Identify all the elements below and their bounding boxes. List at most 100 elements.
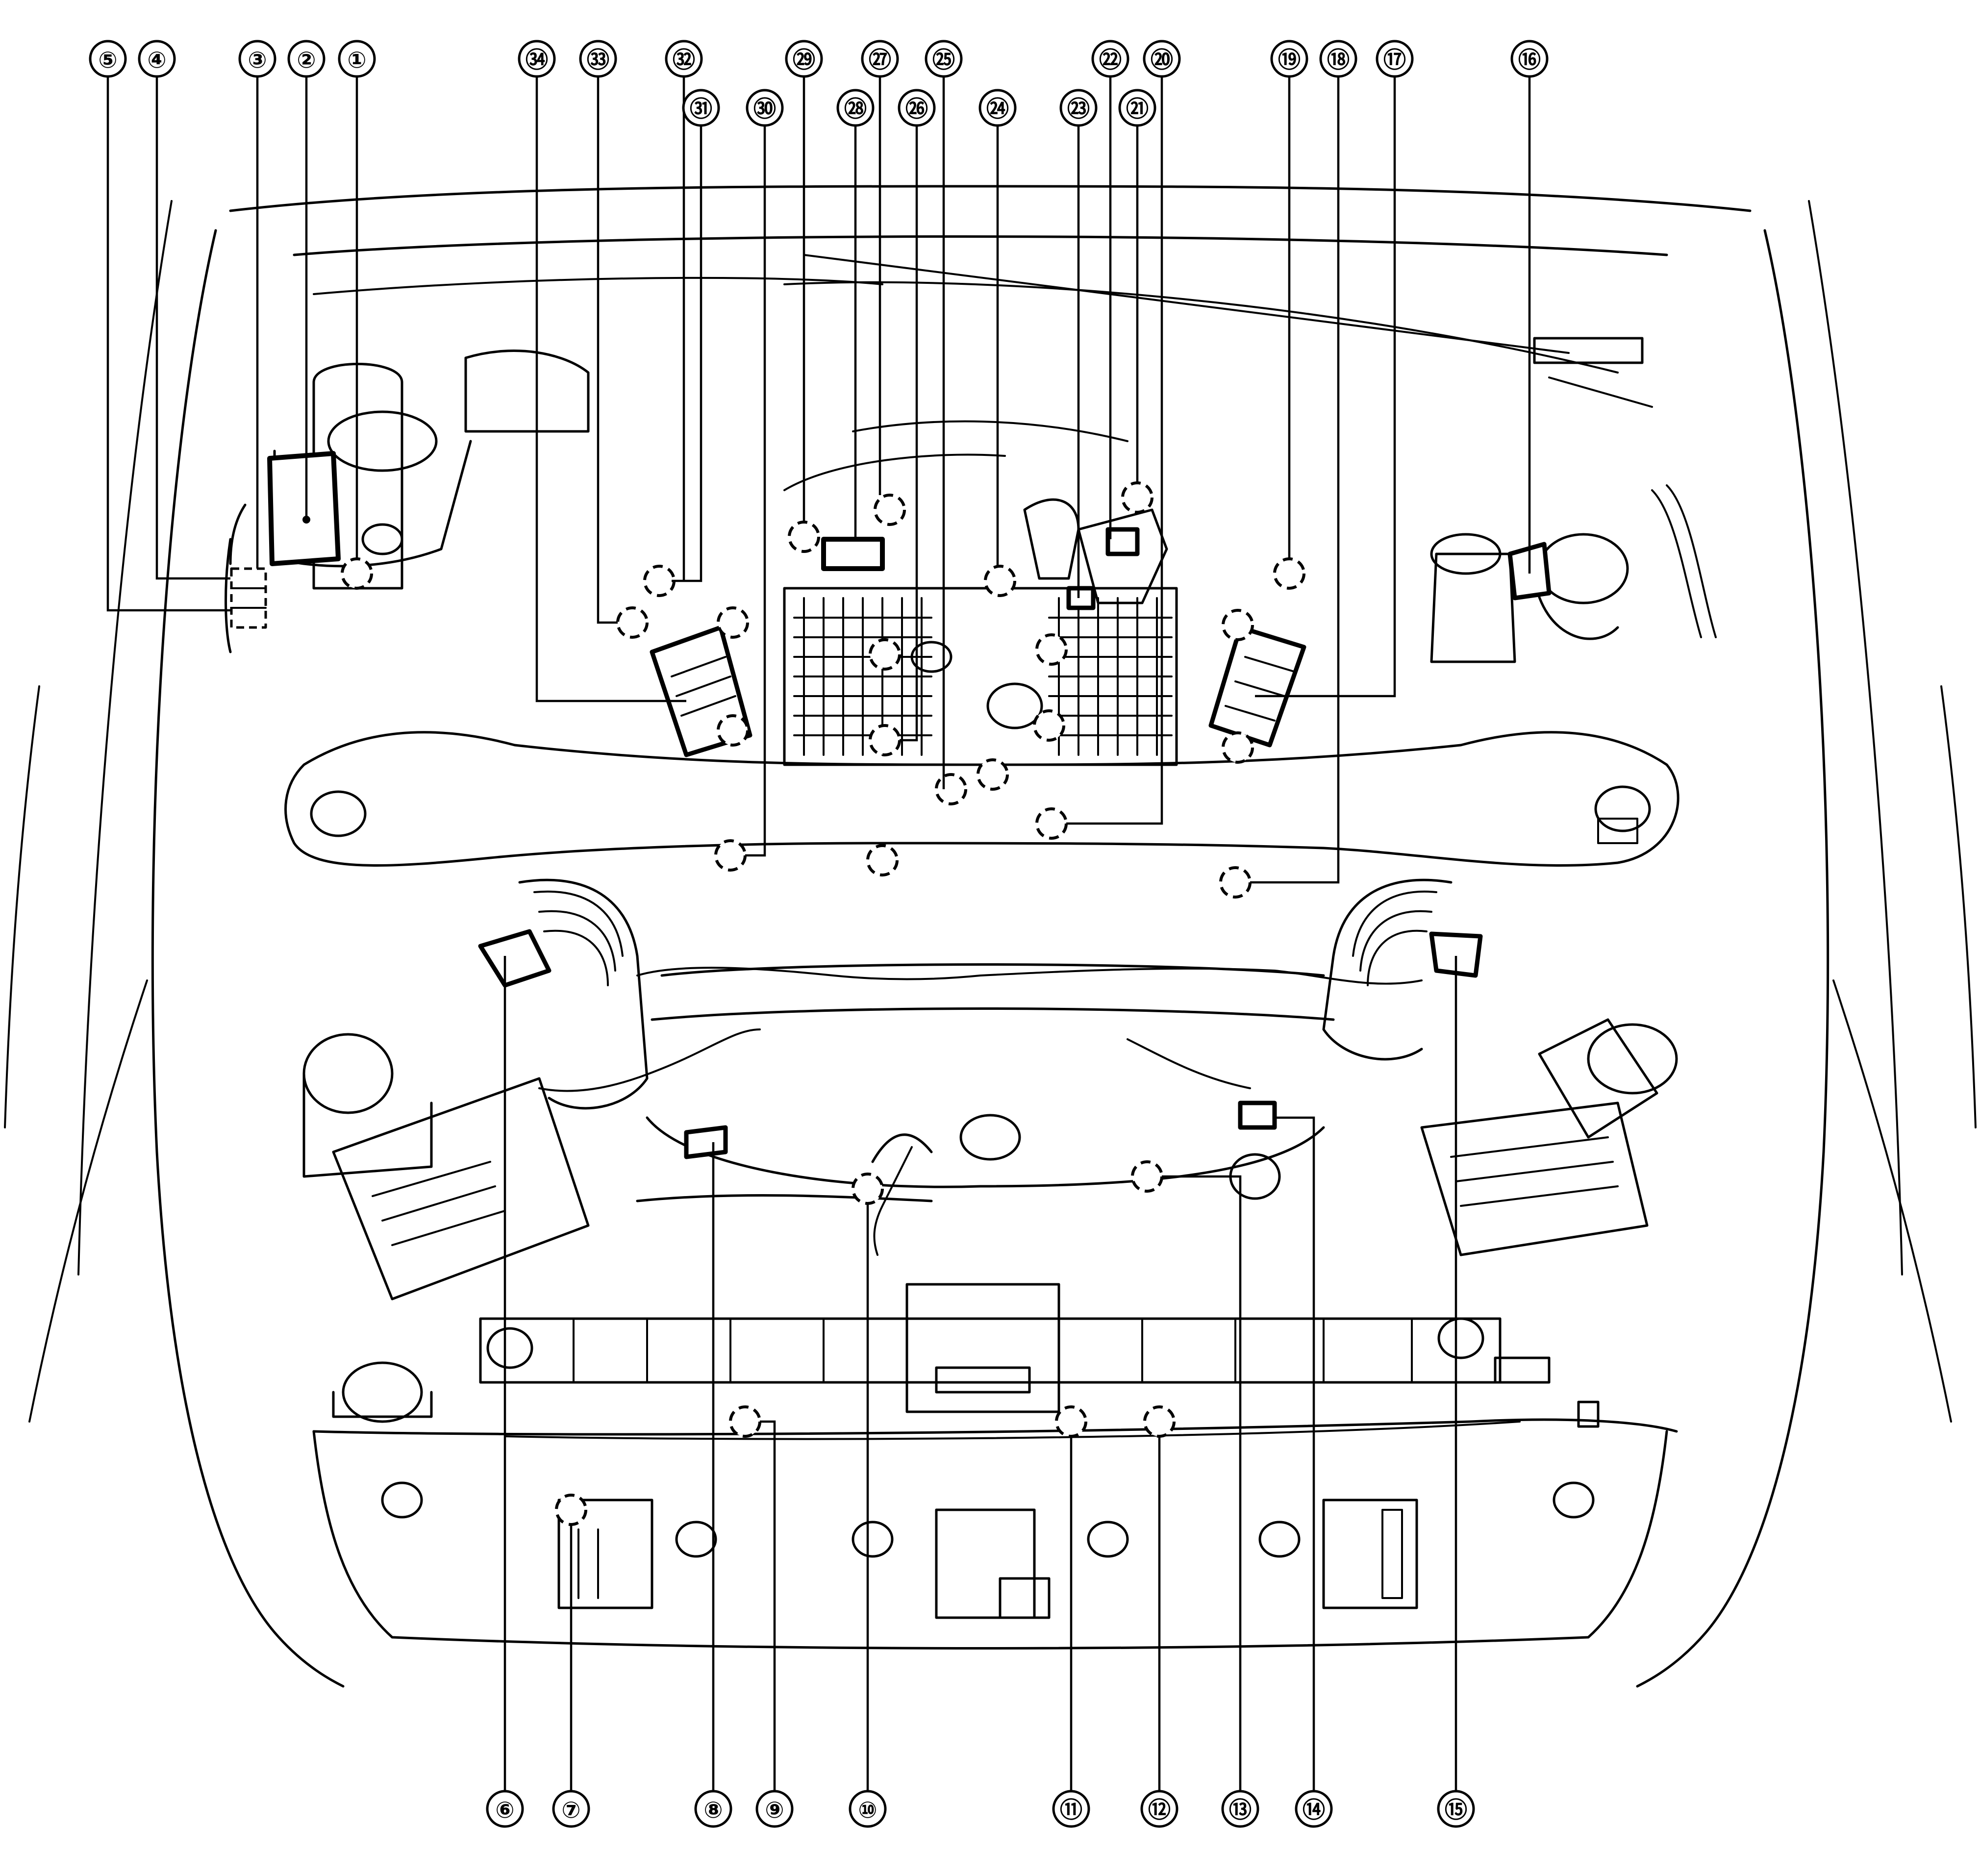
callout-number: ㉜: [673, 47, 695, 73]
callout-ring: [849, 1790, 887, 1828]
callout-ring: [694, 1790, 732, 1828]
callout-ring: [552, 1790, 590, 1828]
callout-ring: [978, 89, 1017, 127]
callout-number: ⑬: [1229, 1797, 1252, 1823]
callout-ring: [338, 40, 376, 78]
callout-ring: [746, 89, 784, 127]
callout-ring: [138, 40, 176, 78]
callout-number: ⑫: [1148, 1797, 1171, 1823]
callout-21: ㉑: [1118, 89, 1156, 127]
callout-4: ④: [138, 40, 176, 78]
radiator-support: [312, 1283, 1678, 1440]
brake-master-cylinder: [1430, 484, 1717, 663]
callout-32: ㉜: [665, 40, 703, 78]
callout-22: ㉒: [1091, 40, 1129, 78]
callout-3: ③: [238, 40, 276, 78]
callout-number: ㉕: [932, 47, 955, 73]
callout-24: ㉔: [978, 89, 1017, 127]
callout-ring: [861, 40, 899, 78]
callout-number: ㉔: [986, 96, 1009, 122]
callout-ring: [1052, 1790, 1090, 1828]
callout-ring: [1295, 1790, 1333, 1828]
callout-ring: [486, 1790, 524, 1828]
callout-number: ⑥: [496, 1797, 515, 1823]
callout-ring: [89, 40, 127, 78]
callout-26: ㉖: [898, 89, 936, 127]
callout-number: ⑦: [562, 1797, 581, 1823]
callout-ring: [1510, 40, 1549, 78]
callout-ring: [579, 40, 617, 78]
callout-ring: [1437, 1790, 1475, 1828]
callout-ring: [1221, 1790, 1259, 1828]
callout-ring: [518, 40, 556, 78]
callout-12: ⑫: [1140, 1790, 1178, 1828]
strut-tower-bar: [284, 731, 1679, 867]
callout-ring: [1118, 89, 1156, 127]
leader-lines: [106, 71, 1531, 1794]
callout-ring: [287, 40, 326, 78]
callout-number: ㉒: [1099, 47, 1122, 73]
fuse-block: [225, 503, 267, 653]
callout-23: ㉓: [1059, 89, 1098, 127]
callout-ring: [755, 1790, 794, 1828]
callout-number: ①: [348, 47, 367, 73]
left-lower-components: [302, 1018, 1678, 1301]
wire-harness: [538, 967, 1423, 1256]
ignition-coil-right: [1208, 625, 1306, 748]
callout-11: ⑪: [1052, 1790, 1090, 1828]
callout-ring: [665, 40, 703, 78]
callout-number: ⑪: [1060, 1797, 1082, 1823]
callout-17: ⑰: [1376, 40, 1414, 78]
callout-ring: [898, 89, 936, 127]
callout-number: ㉘: [844, 96, 867, 122]
callout-number: ㉛: [690, 96, 712, 122]
callout-9: ⑨: [755, 1790, 794, 1828]
callout-number: ㉗: [869, 47, 891, 73]
callout-number: ㉓: [1067, 96, 1090, 122]
callout-number: ⑰: [1383, 47, 1406, 73]
callout-number: ⑱: [1327, 47, 1350, 73]
callout-number: ⑤: [99, 47, 118, 73]
callout-number: ㉑: [1126, 96, 1149, 122]
callout-31: ㉛: [682, 89, 720, 127]
callout-number: ②: [297, 47, 316, 73]
callout-20: ⑳: [1143, 40, 1181, 78]
callout-number: ⑳: [1151, 47, 1173, 73]
callout-ring: [1270, 40, 1308, 78]
callout-10: ⑩: [849, 1790, 887, 1828]
callout-number: ㉙: [793, 47, 815, 73]
callout-6: ⑥: [486, 1790, 524, 1828]
callout-ring: [925, 40, 963, 78]
callout-28: ㉘: [836, 89, 875, 127]
callout-19: ⑲: [1270, 40, 1308, 78]
callout-33: ㉝: [579, 40, 617, 78]
callout-number: ③: [248, 47, 267, 73]
callout-7: ⑦: [552, 1790, 590, 1828]
callout-ring: [1376, 40, 1414, 78]
callout-number: ④: [148, 47, 167, 73]
callout-number: ⑭: [1303, 1797, 1325, 1823]
callout-number: ⑩: [858, 1797, 877, 1823]
callout-ring: [836, 89, 875, 127]
callout-ring: [1059, 89, 1098, 127]
callout-1: ①: [338, 40, 376, 78]
callout-number: ㉚: [753, 96, 776, 122]
intake-hoses: [478, 878, 1483, 1110]
callout-number: ⑨: [765, 1797, 784, 1823]
callout-29: ㉙: [785, 40, 823, 78]
callout-15: ⑮: [1437, 1790, 1475, 1828]
callout-5: ⑤: [89, 40, 127, 78]
callout-ring: [682, 89, 720, 127]
relay-box: [267, 451, 341, 566]
callout-ring: [785, 40, 823, 78]
front-lower-panel: [312, 1401, 1668, 1650]
callout-ring: [1140, 1790, 1178, 1828]
callout-number: ㉖: [905, 96, 928, 122]
cowl-panel: [293, 235, 1668, 408]
callout-8: ⑧: [694, 1790, 732, 1828]
callout-13: ⑬: [1221, 1790, 1259, 1828]
callout-34: ㉞: [518, 40, 556, 78]
callout-number: ⑯: [1518, 47, 1541, 73]
